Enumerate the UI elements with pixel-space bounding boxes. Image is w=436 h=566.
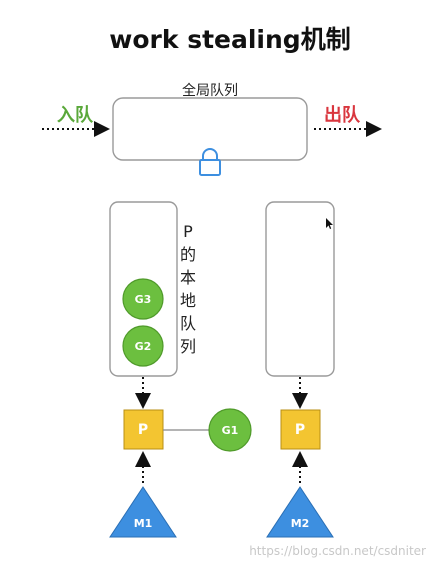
processor-right <box>280 409 321 450</box>
machine-m2 <box>266 486 334 538</box>
watermark: https://blog.csdn.net/csdniter <box>249 544 426 558</box>
goroutine-g1 <box>208 408 252 452</box>
machine-m2-label: M2 <box>291 517 310 530</box>
machine-m1-label: M1 <box>134 517 153 530</box>
local-queue-label-char-1: P <box>183 222 193 241</box>
page-title: work stealing机制 <box>109 25 350 54</box>
lock-icon <box>199 148 221 176</box>
local-queue-label-char-2: 的 <box>180 245 196 264</box>
global-queue-label: 全局队列 <box>182 82 238 99</box>
local-queue-right <box>265 201 335 377</box>
local-queue-label-char-5: 队 <box>180 314 196 333</box>
goroutine-g1-label: G1 <box>222 424 239 437</box>
global-queue-box <box>112 97 308 161</box>
goroutine-g3 <box>122 278 164 320</box>
local-queue-label-char-4: 地 <box>180 291 196 310</box>
local-queue-label-char-6: 列 <box>180 337 196 356</box>
processor-left-label: P <box>138 422 148 438</box>
mouse-cursor-icon <box>326 218 333 229</box>
processor-left <box>123 409 164 450</box>
dequeue-label: 出队 <box>324 104 361 126</box>
local-queue-label-char-3: 本 <box>180 268 196 287</box>
machine-m1 <box>109 486 177 538</box>
goroutine-g2-label: G2 <box>135 340 152 353</box>
enqueue-label: 入队 <box>57 104 94 126</box>
goroutine-g2 <box>122 325 164 367</box>
processor-right-label: P <box>295 422 305 438</box>
goroutine-g3-label: G3 <box>135 293 152 306</box>
